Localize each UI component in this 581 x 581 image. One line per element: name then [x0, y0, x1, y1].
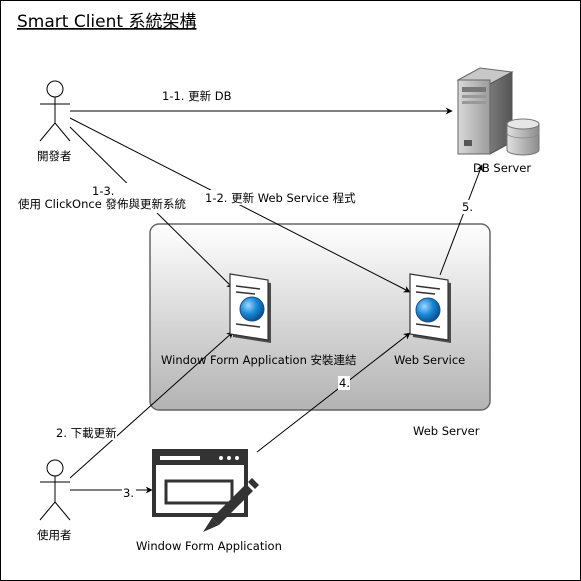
- user-actor-icon: [39, 459, 71, 521]
- edge-2-download-update: [69, 331, 234, 479]
- application-window-edit-icon: [152, 449, 259, 532]
- developer-actor-icon: [39, 80, 71, 142]
- edge-label-2: 2. 下載更新: [56, 426, 117, 440]
- web-service-icon: [409, 273, 451, 343]
- edge-label-1-2: 1-2. 更新 Web Service 程式: [205, 191, 356, 205]
- web-service-label: Web Service: [394, 353, 465, 367]
- user-label: 使用者: [37, 528, 72, 542]
- edge-label-1-1: 1-1. 更新 DB: [162, 89, 232, 103]
- developer-label: 開發者: [37, 149, 72, 163]
- diagram-title: Smart Client 系統架構: [17, 12, 196, 32]
- edge-4-call-web-service: [256, 332, 411, 453]
- edge-label-1-3-text: 使用 ClickOnce 發佈與更新系統: [18, 197, 186, 211]
- edge-label-4: 4.: [339, 376, 350, 390]
- edge-label-1-3-number: 1-3.: [92, 184, 114, 198]
- database-cylinder-icon: [506, 118, 540, 156]
- install-link-label: Window Form Application 安裝連結: [161, 353, 357, 367]
- edge-5-query-db: [439, 164, 484, 276]
- web-server-group-box: [149, 223, 491, 411]
- db-server-label: DB Server: [473, 161, 531, 175]
- edge-label-5: 5.: [462, 200, 473, 214]
- install-link-service-icon: [229, 273, 271, 343]
- web-server-group-label: Web Server: [413, 424, 480, 438]
- winform-app-label: Window Form Application: [136, 539, 282, 553]
- db-server-icon: [456, 67, 540, 156]
- edge-label-3: 3.: [123, 486, 134, 500]
